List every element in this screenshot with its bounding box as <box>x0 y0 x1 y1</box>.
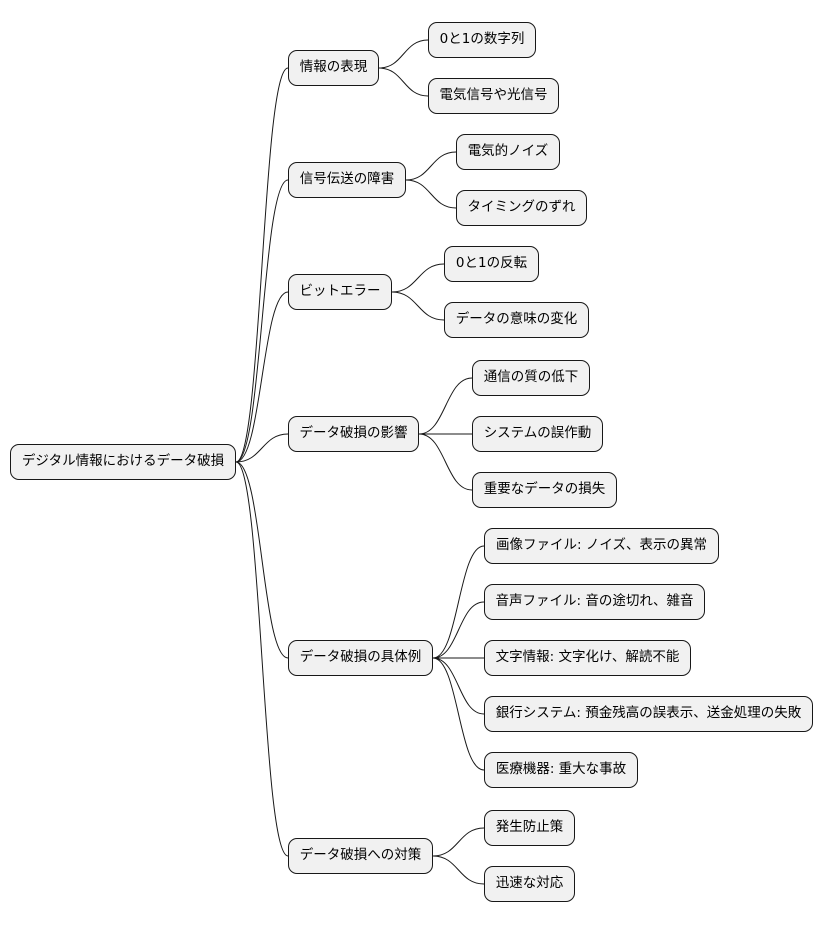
branch-node: データ破損への対策 <box>288 838 433 874</box>
branch-leaf-connector <box>432 657 485 771</box>
branch-leaf-connector <box>418 433 473 491</box>
branch-leaf-connector <box>378 39 429 69</box>
leaf-node: データの意味の変化 <box>444 302 589 338</box>
leaf-node: 0と1の反転 <box>444 246 539 282</box>
leaf-node: 文字情報: 文字化け、解読不能 <box>484 640 691 676</box>
leaf-node: システムの誤作動 <box>472 416 603 452</box>
leaf-node: タイミングのずれ <box>456 190 587 226</box>
root-branch-connector <box>235 433 289 463</box>
branch-leaf-connector <box>378 67 429 97</box>
root-branch-connector <box>235 461 289 857</box>
root-node: デジタル情報におけるデータ破損 <box>10 444 236 480</box>
leaf-node: 発生防止策 <box>484 810 575 846</box>
branch-leaf-connector <box>432 827 485 857</box>
branch-leaf-connector <box>391 291 445 321</box>
branch-leaf-connector <box>405 179 457 209</box>
branch-node: データ破損の影響 <box>288 416 419 452</box>
branch-node: データ破損の具体例 <box>288 640 433 676</box>
root-branch-connector <box>235 179 289 463</box>
root-branch-connector <box>235 461 289 659</box>
leaf-node: 0と1の数字列 <box>428 22 536 58</box>
branch-leaf-connector <box>418 377 473 435</box>
root-branch-connector <box>235 67 289 463</box>
leaf-node: 重要なデータの損失 <box>472 472 617 508</box>
leaf-node: 医療機器: 重大な事故 <box>484 752 638 788</box>
branch-node: 信号伝送の障害 <box>288 162 406 198</box>
branch-leaf-connector <box>432 601 485 659</box>
leaf-node: 電気的ノイズ <box>456 134 560 170</box>
leaf-node: 音声ファイル: 音の途切れ、雑音 <box>484 584 705 620</box>
leaf-node: 電気信号や光信号 <box>428 78 559 114</box>
branch-node: 情報の表現 <box>288 50 379 86</box>
branch-leaf-connector <box>432 545 485 659</box>
branch-leaf-connector <box>405 151 457 181</box>
branch-leaf-connector <box>391 263 445 293</box>
branch-leaf-connector <box>432 855 485 885</box>
leaf-node: 銀行システム: 預金残高の誤表示、送金処理の失敗 <box>484 696 813 732</box>
leaf-node: 通信の質の低下 <box>472 360 590 396</box>
branch-leaf-connector <box>432 657 485 715</box>
leaf-node: 迅速な対応 <box>484 866 575 902</box>
root-branch-connector <box>235 291 289 463</box>
branch-node: ビットエラー <box>288 274 392 310</box>
leaf-node: 画像ファイル: ノイズ、表示の異常 <box>484 528 719 564</box>
